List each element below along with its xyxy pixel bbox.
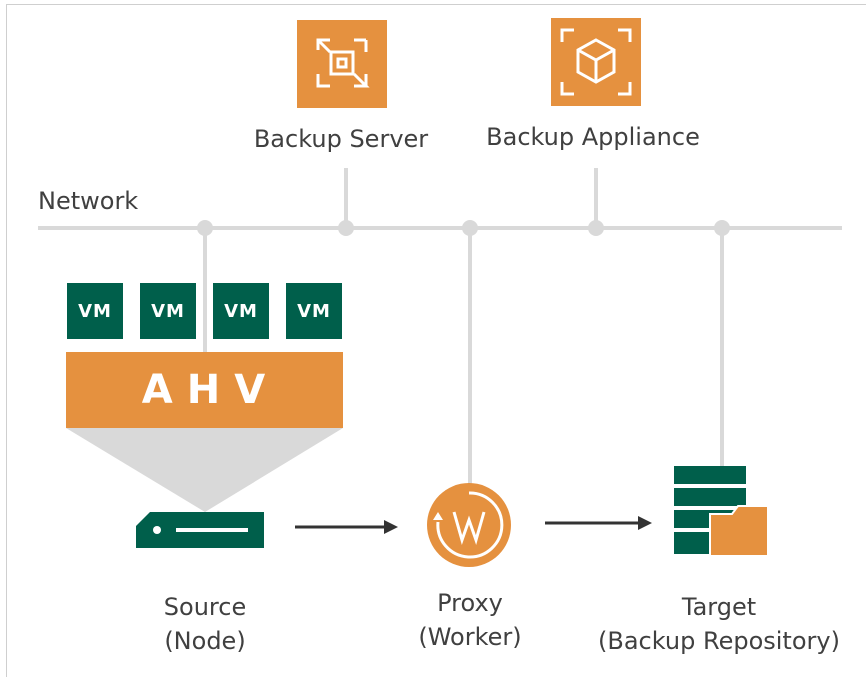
hypervisor-bar: AHV — [66, 352, 343, 428]
proxy-title: Proxy — [437, 589, 503, 617]
network-label: Network — [38, 187, 139, 215]
source-title: Source — [163, 593, 247, 621]
network-node-dot — [197, 220, 213, 236]
repository-icon — [674, 466, 769, 557]
proxy-label: Proxy (Worker) — [390, 586, 550, 654]
target-subtitle: (Backup Repository) — [598, 627, 840, 655]
server-node-icon — [136, 512, 264, 548]
vm-tile: VM — [67, 283, 123, 339]
worker-icon — [427, 483, 511, 567]
backup-server-icon — [297, 20, 387, 108]
proxy-to-target-arrow — [545, 516, 652, 530]
network-node-dot — [338, 220, 354, 236]
network-node-dot — [714, 220, 730, 236]
target-title: Target — [681, 593, 757, 621]
vm-tile: VM — [286, 283, 342, 339]
network-node-dot — [462, 220, 478, 236]
vm-tile: VM — [213, 283, 269, 339]
vm-tile: VM — [140, 283, 196, 339]
backup-server-label: Backup Server — [253, 125, 429, 153]
source-label: Source (Node) — [120, 590, 290, 658]
diagram-frame — [6, 4, 866, 677]
backup-appliance-label: Backup Appliance — [486, 123, 700, 151]
source-to-proxy-arrow — [295, 520, 398, 534]
target-label: Target (Backup Repository) — [584, 590, 854, 658]
backup-appliance-icon — [551, 18, 641, 106]
proxy-subtitle: (Worker) — [418, 623, 522, 651]
network-node-dot — [588, 220, 604, 236]
source-subtitle: (Node) — [164, 627, 246, 655]
host-funnel — [66, 428, 343, 512]
